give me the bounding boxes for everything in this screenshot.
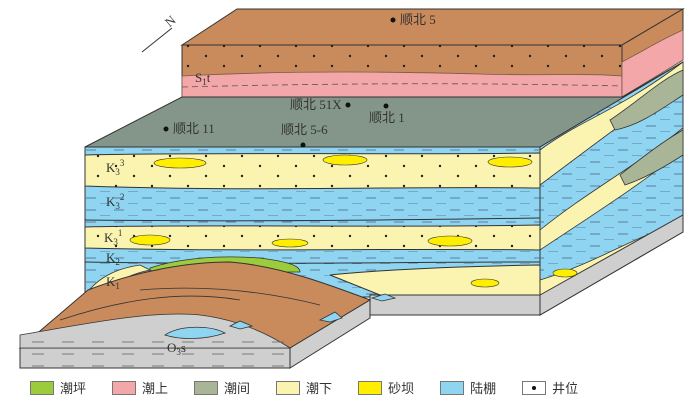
lower-block-o3s bbox=[18, 261, 397, 369]
label-k1: K1 bbox=[106, 274, 120, 291]
label-o3s: O3s bbox=[167, 340, 186, 357]
svg-text:顺北 5: 顺北 5 bbox=[400, 12, 436, 27]
svg-text:顺北 11: 顺北 11 bbox=[173, 121, 215, 136]
svg-text:顺北 5-6: 顺北 5-6 bbox=[281, 122, 328, 137]
well-shunbei-5[interactable]: 顺北 5 bbox=[390, 12, 436, 27]
label-k33: K33 bbox=[106, 158, 125, 177]
svg-text:顺北 1: 顺北 1 bbox=[369, 110, 405, 125]
well-shunbei-11[interactable]: 顺北 11 bbox=[163, 121, 215, 136]
well-shunbei-5-6[interactable]: 顺北 5-6 bbox=[281, 122, 328, 148]
legend: 潮坪 潮上 潮间 潮下 砂坝 陆棚 井位 bbox=[30, 378, 604, 397]
swatch-supratidal bbox=[112, 380, 137, 395]
legend-item-shelf: 陆棚 bbox=[440, 378, 496, 397]
legend-item-well: 井位 bbox=[522, 378, 578, 397]
label-s1t: S1t bbox=[195, 70, 211, 87]
svg-text:顺北 51X: 顺北 51X bbox=[290, 97, 342, 112]
swatch-intertidal bbox=[194, 380, 219, 395]
upper-block-s1t bbox=[180, 8, 685, 98]
legend-item-tidal-flat: 潮坪 bbox=[30, 378, 86, 397]
swatch-tidal-flat bbox=[30, 380, 54, 395]
label-k2: K2 bbox=[106, 250, 120, 267]
swatch-sand-bar bbox=[358, 380, 383, 395]
well-shunbei-1[interactable]: 顺北 1 bbox=[369, 103, 405, 126]
legend-item-intertidal: 潮间 bbox=[194, 378, 250, 397]
label-k32: K32 bbox=[106, 192, 124, 211]
legend-item-sand-bar: 砂坝 bbox=[358, 378, 414, 397]
swatch-subtidal bbox=[276, 380, 301, 395]
north-arrow: N bbox=[141, 12, 179, 53]
legend-item-subtidal: 潮下 bbox=[276, 378, 332, 397]
legend-item-supratidal: 潮上 bbox=[112, 378, 168, 397]
label-k31: K31 bbox=[104, 228, 122, 247]
main-block-front bbox=[84, 146, 541, 316]
strata-labels: S1t K33 K32 K31 K2 K1 O3s bbox=[104, 70, 211, 357]
swatch-shelf bbox=[440, 380, 465, 395]
well-dot-icon bbox=[532, 385, 537, 390]
swatch-well bbox=[522, 380, 547, 395]
north-label: N bbox=[162, 12, 179, 30]
main-block-side bbox=[539, 61, 684, 316]
well-shunbei-51x[interactable]: 顺北 51X bbox=[290, 97, 351, 112]
wells: 顺北 5 顺北 51X 顺北 1 顺北 11 顺北 5-6 bbox=[163, 12, 436, 148]
